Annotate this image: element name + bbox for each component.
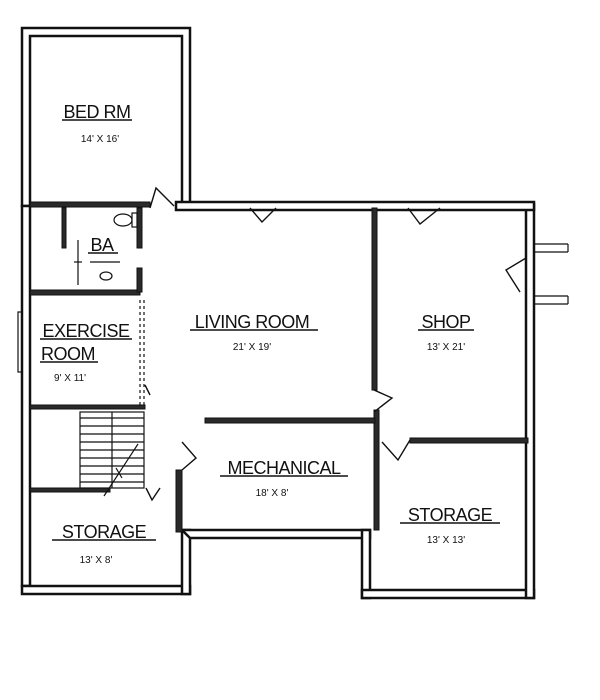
room-mechanical: MECHANICAL 18' X 8' bbox=[220, 458, 348, 499]
room-bed-rm: BED RM 14' X 16' bbox=[62, 102, 132, 145]
doors bbox=[17, 186, 569, 502]
shop-name: SHOP bbox=[421, 312, 471, 332]
mechanical-name: MECHANICAL bbox=[227, 458, 341, 478]
mechanical-dim: 18' X 8' bbox=[256, 488, 289, 499]
room-storage-left: STORAGE 13' X 8' bbox=[52, 522, 156, 566]
bed-rm-name: BED RM bbox=[63, 102, 130, 122]
storage-left-name: STORAGE bbox=[62, 522, 147, 542]
bath-fixtures bbox=[74, 212, 138, 285]
ba-name: BA bbox=[90, 235, 114, 255]
room-living: LIVING ROOM 21' X 19' bbox=[190, 312, 318, 353]
room-exercise: EXERCISE ROOM 9' X 11' bbox=[40, 321, 132, 384]
exercise-dim: 9' X 11' bbox=[54, 373, 86, 384]
room-storage-right: STORAGE 13' X 13' bbox=[400, 505, 500, 546]
exercise-name-line2: ROOM bbox=[41, 344, 95, 364]
living-name: LIVING ROOM bbox=[195, 312, 310, 332]
exercise-name-line1: EXERCISE bbox=[42, 321, 130, 341]
storage-right-dim: 13' X 13' bbox=[427, 535, 465, 546]
storage-right-name: STORAGE bbox=[408, 505, 493, 525]
outer-walls bbox=[20, 26, 536, 600]
room-shop: SHOP 13' X 21' bbox=[418, 312, 474, 353]
bed-rm-dim: 14' X 16' bbox=[81, 134, 119, 145]
living-dim: 21' X 19' bbox=[233, 342, 271, 353]
room-ba: BA bbox=[88, 235, 118, 255]
shop-dim: 13' X 21' bbox=[427, 342, 465, 353]
interior-walls bbox=[29, 201, 529, 533]
storage-left-dim: 13' X 8' bbox=[80, 555, 113, 566]
stairs bbox=[79, 411, 145, 497]
